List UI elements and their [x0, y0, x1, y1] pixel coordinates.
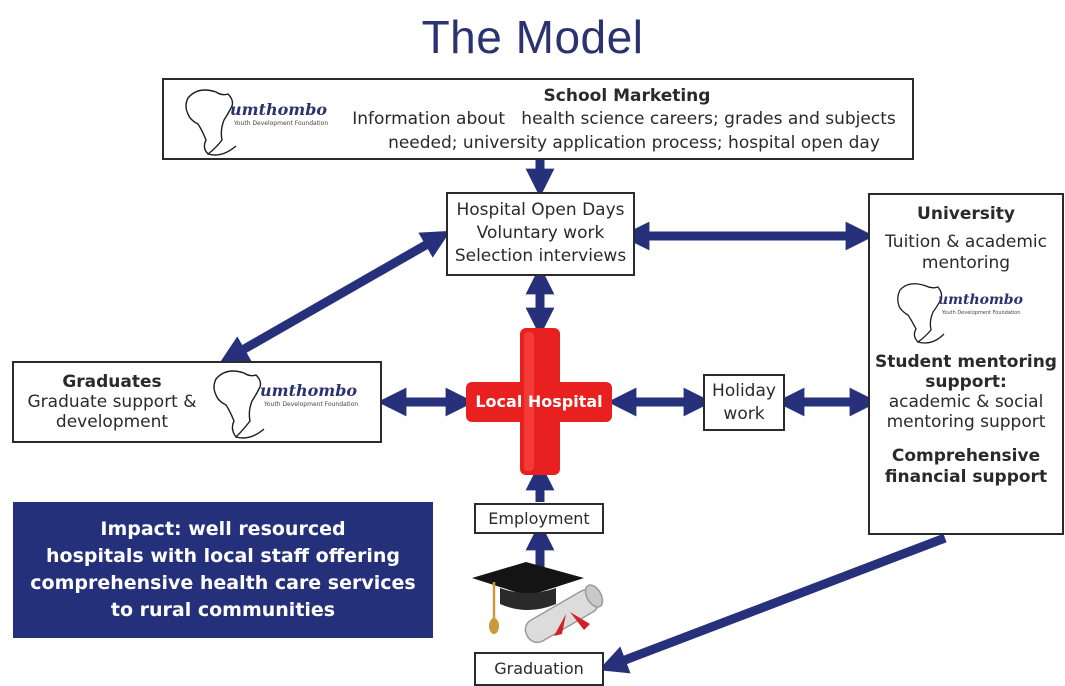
- employment-label: Employment: [488, 509, 590, 528]
- holiday-work-line1: Holiday: [712, 381, 776, 401]
- graduates-box: Graduates Graduate support & development…: [12, 361, 382, 443]
- umthombo-logo: umthombo Youth Development Foundation: [182, 84, 352, 156]
- graduation-cap-icon: [472, 562, 584, 634]
- hospital-open-days-box: Hospital Open Days Voluntary work Select…: [446, 192, 635, 276]
- financial-support-line1: Comprehensive: [891, 446, 1041, 466]
- diploma-icon: [524, 584, 604, 644]
- page-title: The Model: [421, 11, 644, 63]
- holiday-work-line2: work: [723, 404, 765, 424]
- impact-line1: Impact: well resourced: [100, 518, 346, 540]
- open-days-line3: Selection interviews: [454, 246, 627, 266]
- umthombo-logo: umthombo Youth Development Foundation: [870, 278, 1062, 352]
- impact-line2: hospitals with local staff offering: [46, 545, 400, 567]
- student-mentoring-heading1: Student mentoring: [875, 352, 1057, 372]
- graduation-box: Graduation: [474, 652, 604, 686]
- brand-tagline: Youth Development Foundation: [264, 401, 359, 408]
- brand-name: umthombo: [230, 100, 328, 119]
- brand-tagline: Youth Development Foundation: [234, 120, 329, 127]
- impact-line4: to rural communities: [110, 599, 336, 621]
- arrow-graduates-to-opendays: [219, 230, 451, 364]
- graduates-line2: development: [55, 412, 169, 432]
- impact-box: Impact: well resourced hospitals with lo…: [13, 502, 433, 638]
- holiday-work-box: Holiday work: [703, 374, 785, 431]
- student-mentoring-heading2: support:: [925, 372, 1007, 392]
- brand-tagline: Youth Development Foundation: [942, 310, 1021, 316]
- arrow-university-to-graduation: [598, 533, 947, 674]
- open-days-line1: Hospital Open Days: [456, 200, 625, 220]
- africa-outline-icon: [897, 283, 945, 344]
- university-box: University Tuition & academic mentoring …: [868, 193, 1064, 535]
- student-mentoring-line2: mentoring support: [886, 412, 1046, 432]
- local-hospital-label: Local Hospital: [475, 392, 603, 411]
- impact-line3: comprehensive health care services: [30, 572, 416, 594]
- school-marketing-box: umthombo Youth Development Foundation Sc…: [162, 78, 914, 160]
- umthombo-logo: umthombo Youth Development Foundation: [210, 365, 380, 441]
- graduation-label: Graduation: [494, 659, 584, 678]
- student-mentoring-line1: academic & social: [888, 392, 1044, 412]
- university-line1: Tuition & academic: [885, 232, 1047, 252]
- school-marketing-line1: Information about health science careers…: [352, 109, 896, 129]
- university-heading: University: [917, 204, 1015, 224]
- graduates-line1: Graduate support &: [27, 392, 197, 412]
- school-marketing-heading: School Marketing: [543, 86, 711, 106]
- graduates-heading: Graduates: [62, 372, 162, 392]
- africa-outline-icon: [213, 370, 265, 439]
- financial-support-line2: financial support: [884, 467, 1048, 487]
- brand-name: umthombo: [260, 381, 358, 400]
- university-line2: mentoring: [921, 253, 1011, 273]
- employment-box: Employment: [474, 503, 604, 534]
- school-marketing-line2: needed; university application process; …: [388, 133, 880, 153]
- africa-outline-icon: [185, 89, 237, 156]
- open-days-line2: Voluntary work: [476, 223, 605, 243]
- brand-name: umthombo: [938, 292, 1023, 308]
- local-hospital-cross: [466, 328, 612, 475]
